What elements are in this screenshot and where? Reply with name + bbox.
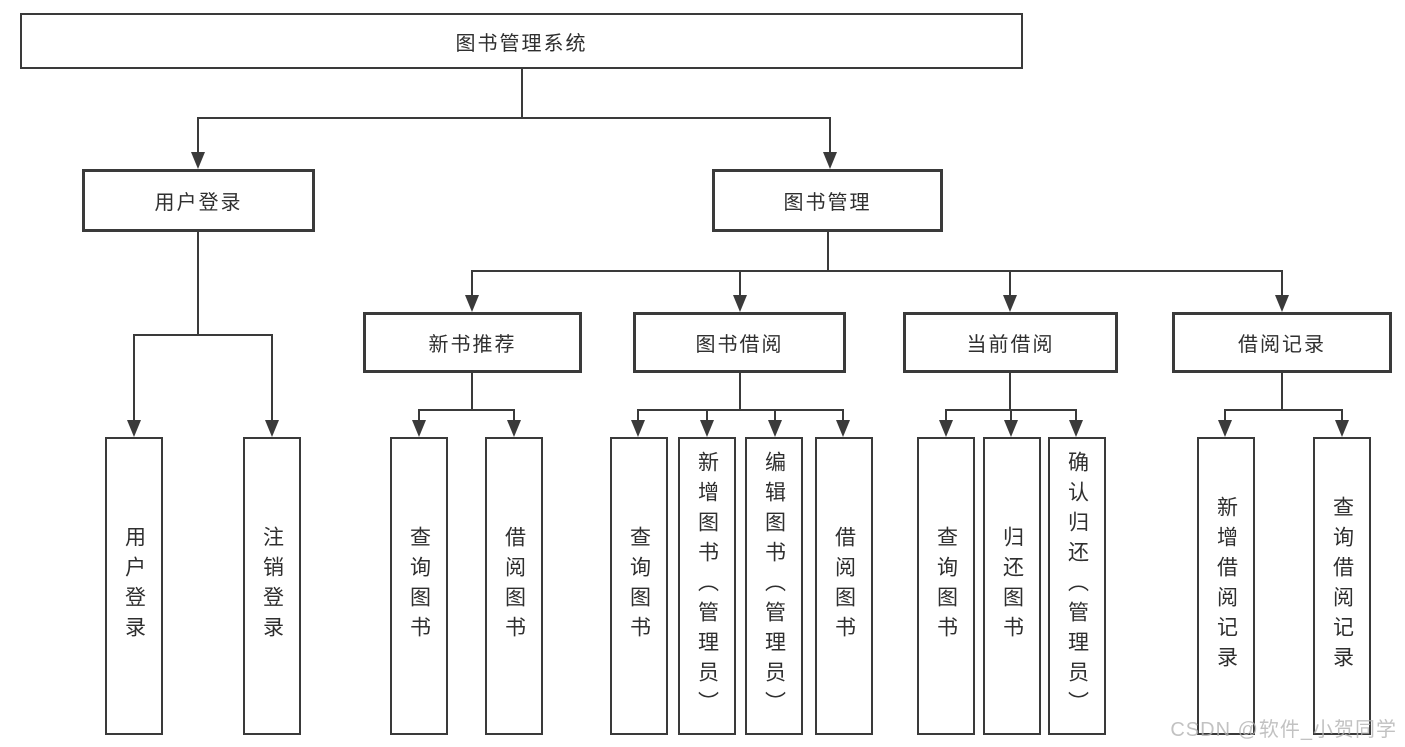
arrowhead-icon	[1218, 420, 1232, 437]
connector-line	[1009, 271, 1011, 296]
leaf-edit-books-admin: 编辑图书（管理员）	[745, 437, 803, 735]
leaf-query-books-borrowing: 查询图书	[610, 437, 668, 735]
connector-line	[1281, 271, 1283, 296]
connector-line	[739, 373, 741, 410]
connector-line	[1281, 373, 1283, 410]
arrowhead-icon	[1003, 295, 1017, 312]
arrowhead-icon	[1004, 420, 1018, 437]
connector-line	[471, 373, 473, 410]
arrowhead-icon	[1069, 420, 1083, 437]
connector-line	[829, 118, 831, 154]
leaf-logout: 注销登录	[243, 437, 301, 735]
leaf-add-borrow-record: 新增借阅记录	[1197, 437, 1255, 735]
connector-line	[197, 232, 199, 335]
node-user-login: 用户登录	[82, 169, 315, 232]
node-new-book-recommend: 新书推荐	[363, 312, 582, 373]
leaf-borrow-books-recommend: 借阅图书	[485, 437, 543, 735]
connector-line	[1341, 410, 1343, 421]
connector-line	[1224, 409, 1343, 411]
connector-line	[842, 410, 844, 421]
leaf-query-borrow-record: 查询借阅记录	[1313, 437, 1371, 735]
connector-line	[271, 335, 273, 421]
arrowhead-icon	[265, 420, 279, 437]
connector-line	[513, 410, 515, 421]
connector-line	[418, 409, 515, 411]
connector-line	[471, 271, 473, 296]
node-book-management: 图书管理	[712, 169, 943, 232]
csdn-watermark: CSDN @软件_小贺同学	[1170, 719, 1397, 741]
connector-line	[197, 117, 831, 119]
leaf-add-books-admin: 新增图书（管理员）	[678, 437, 736, 735]
arrowhead-icon	[191, 152, 205, 169]
connector-line	[706, 410, 708, 421]
connector-line	[1010, 410, 1012, 421]
node-library-system: 图书管理系统	[20, 13, 1023, 69]
leaf-confirm-return-admin: 确认归还（管理员）	[1048, 437, 1106, 735]
connector-line	[471, 270, 1283, 272]
connector-line	[739, 271, 741, 296]
connector-line	[1224, 410, 1226, 421]
connector-line	[1009, 373, 1011, 410]
connector-line	[774, 410, 776, 421]
arrowhead-icon	[1335, 420, 1349, 437]
node-current-borrowing: 当前借阅	[903, 312, 1118, 373]
arrowhead-icon	[127, 420, 141, 437]
connector-line	[945, 410, 947, 421]
leaf-user-login: 用户登录	[105, 437, 163, 735]
connector-line	[637, 409, 844, 411]
connector-line	[418, 410, 420, 421]
node-borrow-records: 借阅记录	[1172, 312, 1392, 373]
arrowhead-icon	[700, 420, 714, 437]
connector-line	[133, 334, 273, 336]
connector-line	[827, 232, 829, 271]
leaf-return-books: 归还图书	[983, 437, 1041, 735]
arrowhead-icon	[465, 295, 479, 312]
arrowhead-icon	[939, 420, 953, 437]
arrowhead-icon	[631, 420, 645, 437]
leaf-borrow-books-borrowing: 借阅图书	[815, 437, 873, 735]
leaf-query-books-current: 查询图书	[917, 437, 975, 735]
arrowhead-icon	[768, 420, 782, 437]
connector-line	[637, 410, 639, 421]
connector-line	[1075, 410, 1077, 421]
arrowhead-icon	[1275, 295, 1289, 312]
node-book-borrowing: 图书借阅	[633, 312, 846, 373]
arrowhead-icon	[733, 295, 747, 312]
arrowhead-icon	[836, 420, 850, 437]
connector-line	[521, 68, 523, 118]
connector-line	[197, 118, 199, 154]
arrowhead-icon	[823, 152, 837, 169]
leaf-query-books-recommend: 查询图书	[390, 437, 448, 735]
arrowhead-icon	[507, 420, 521, 437]
connector-line	[133, 335, 135, 421]
arrowhead-icon	[412, 420, 426, 437]
